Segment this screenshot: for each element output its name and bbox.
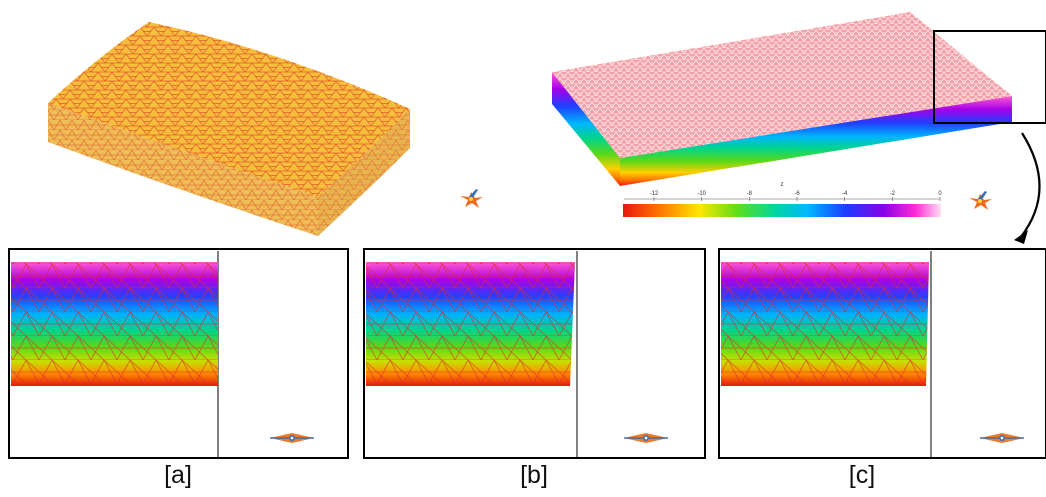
colorbar-title: z: [781, 182, 784, 188]
axis-triad-icon: [969, 191, 992, 210]
zoom-region-box: [933, 30, 1046, 124]
colorbar-gradient: [623, 204, 941, 217]
caption-c: [c]: [848, 461, 876, 489]
caption-a: [a]: [164, 461, 192, 489]
colorbar-tick-label: -12: [650, 191, 659, 197]
panel-c: [718, 248, 1046, 459]
colorbar-tick-label: -8: [747, 191, 753, 197]
colorbar-tick-label: -4: [842, 191, 848, 197]
colorbar: z -12 -10 -8 -6 -4 -2 0: [623, 182, 942, 217]
mesh-block-curved: [48, 22, 410, 236]
axis-triad-icon: [460, 189, 483, 208]
colorbar-tick-label: -10: [697, 191, 706, 197]
panel-b: [363, 248, 706, 459]
colorbar-tick-label: 0: [938, 191, 942, 197]
panel-a: [8, 248, 349, 459]
colorbar-tick-label: -2: [890, 191, 896, 197]
zoom-arrow: [1019, 132, 1041, 239]
caption-b: [b]: [520, 461, 548, 489]
mesh-block-layered: [552, 12, 1012, 186]
colorbar-tick-label: -6: [794, 191, 800, 197]
